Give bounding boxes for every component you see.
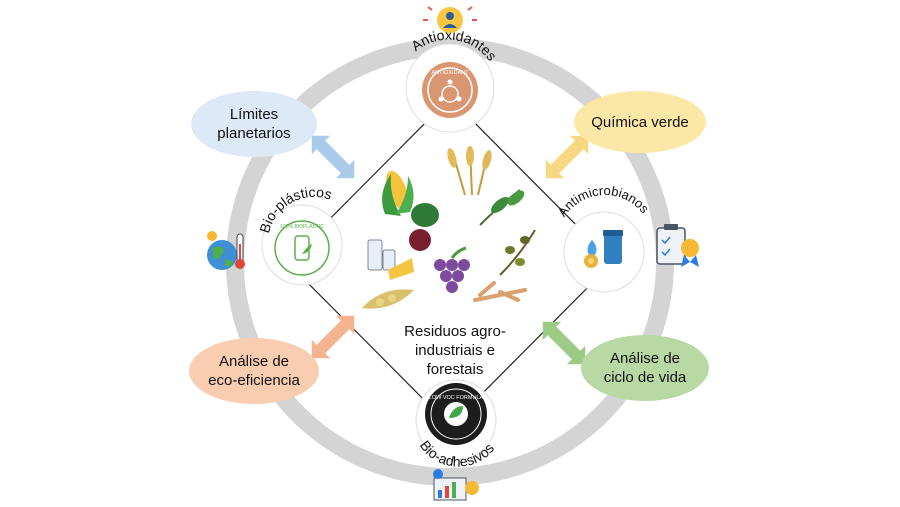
finance-chart-icon bbox=[433, 469, 479, 501]
arrow-quimica bbox=[545, 135, 589, 179]
node-label-analise-ciclo-de-vida: Análise de ciclo de vida bbox=[603, 350, 687, 386]
crops-icon bbox=[362, 146, 536, 309]
innovation-icon bbox=[423, 6, 477, 33]
node-limites-planetarios bbox=[191, 91, 317, 157]
central-label: Residuos agro- industriais e forestais bbox=[404, 323, 506, 378]
node-label-analise-eco-eficiencia: Análise de eco-eficiencia bbox=[208, 353, 300, 389]
bioplastic-badge: 100% BIOPLASTIC bbox=[274, 220, 330, 276]
antioxidant-badge-text: ANTIOXIDANT bbox=[432, 70, 470, 76]
node-analise-ciclo-de-vida bbox=[581, 335, 709, 401]
low-voc-badge-text: LOW VOC FORMULA bbox=[429, 395, 484, 401]
node-quimica-verde bbox=[574, 91, 706, 153]
node-label-quimica-verde: Química verde bbox=[591, 113, 689, 131]
arrow-ciclo bbox=[542, 321, 586, 365]
node-analise-eco-eficiencia bbox=[189, 338, 319, 404]
earth-thermometer-icon bbox=[207, 231, 245, 270]
node-label-limites-planetarios: Límites planetarios bbox=[217, 106, 291, 142]
bioplasticos-circle bbox=[261, 204, 343, 286]
arrow-limites bbox=[311, 135, 355, 179]
arrow-eco bbox=[311, 315, 355, 359]
antimicrobial-icon bbox=[584, 230, 623, 268]
low-voc-badge: LOW VOC FORMULA bbox=[425, 383, 487, 445]
checklist-certificate-icon bbox=[656, 224, 699, 267]
bioplastic-badge-text: 100% BIOPLASTIC bbox=[280, 224, 324, 230]
antioxidant-badge: ANTIOXIDANT bbox=[422, 62, 478, 118]
